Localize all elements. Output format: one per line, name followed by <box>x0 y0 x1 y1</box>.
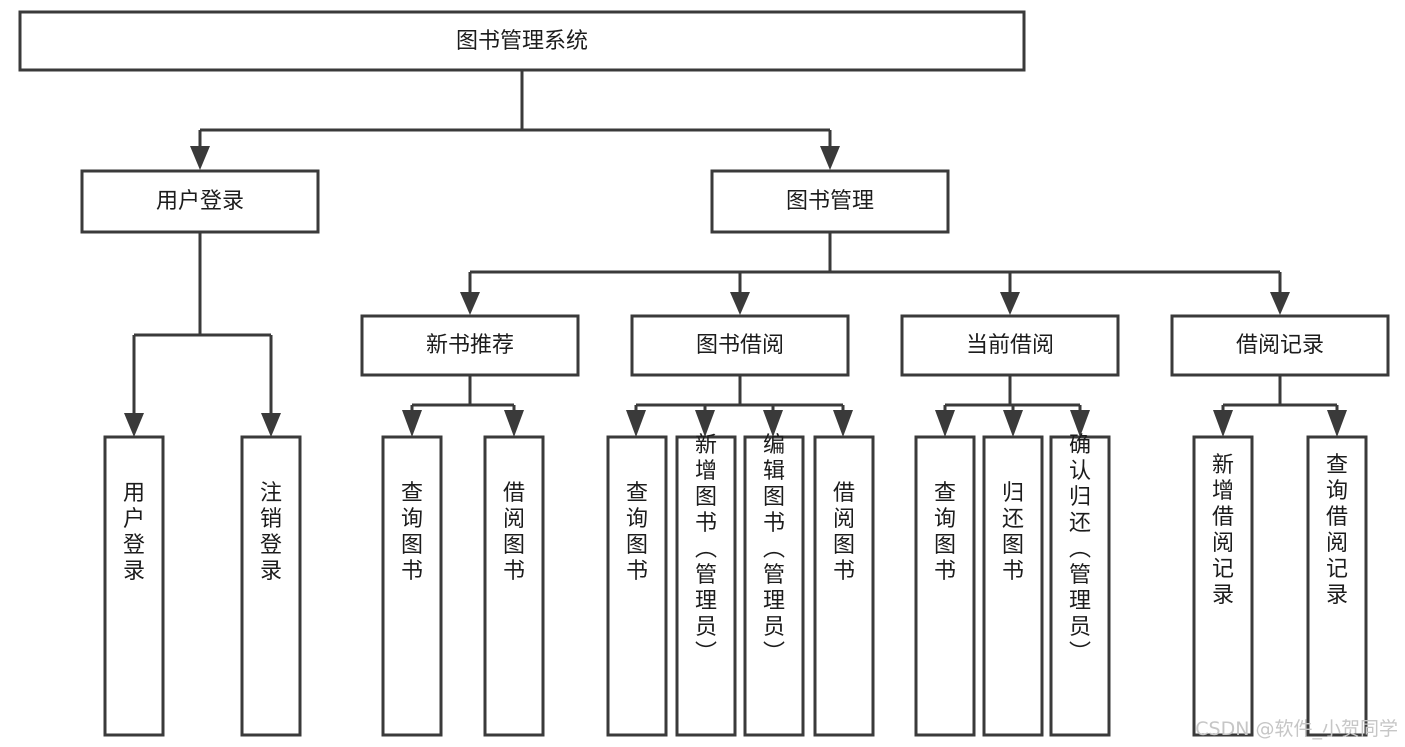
node-current-borrow-label: 当前借阅 <box>966 333 1054 358</box>
leaf-user-logout[interactable]: 注销登录 <box>240 435 302 737</box>
connector-bookborrow-to-leaves <box>626 375 853 437</box>
leaf-borrow-query-book-label: 查询图书 <box>626 481 648 584</box>
arrow-head-icon <box>763 410 783 437</box>
leaf-current-query-book[interactable]: 查询图书 <box>914 435 976 737</box>
leaf-borrow-edit-book-label: 编辑图书︵管理员︶ <box>763 433 785 666</box>
arrow-head-icon <box>190 146 210 170</box>
connector-userlogin-to-leaves <box>124 232 281 437</box>
leaf-recommend-query-book[interactable]: 查询图书 <box>381 435 443 737</box>
csdn-watermark: CSDN @软件_小贺同学 <box>1195 718 1398 740</box>
arrow-head-icon <box>124 413 144 437</box>
leaf-recommend-borrow-book-label: 借阅图书 <box>503 481 525 584</box>
leaf-borrow-add-book-label: 新增图书︵管理员︶ <box>695 433 717 666</box>
node-new-book-recommend-box[interactable] <box>360 314 580 377</box>
node-book-management-label: 图书管理 <box>786 189 874 214</box>
arrow-head-icon <box>730 292 750 315</box>
leaf-current-confirm-return-box[interactable] <box>1049 435 1111 737</box>
node-new-book-recommend[interactable]: 新书推荐 <box>360 314 580 377</box>
arrow-head-icon <box>695 410 715 437</box>
node-book-management[interactable]: 图书管理 <box>710 169 950 234</box>
arrow-head-icon <box>460 292 480 315</box>
leaf-recommend-query-book-box[interactable] <box>381 435 443 737</box>
node-book-borrow[interactable]: 图书借阅 <box>630 314 850 377</box>
leaf-current-query-book-box[interactable] <box>914 435 976 737</box>
node-borrow-record[interactable]: 借阅记录 <box>1170 314 1390 377</box>
arrow-head-icon <box>261 413 281 437</box>
leaf-user-logout-label: 注销登录 <box>260 481 282 584</box>
node-book-borrow-label: 图书借阅 <box>696 333 784 358</box>
leaf-borrow-borrow-book-label: 借阅图书 <box>833 481 855 584</box>
leaf-recommend-query-book-label: 查询图书 <box>401 481 423 584</box>
arrow-head-icon <box>1213 410 1233 437</box>
node-borrow-record-box[interactable] <box>1170 314 1390 377</box>
leaf-current-confirm-return-label: 确认归还︵管理员︶ <box>1069 433 1091 666</box>
node-new-book-recommend-label: 新书推荐 <box>426 333 514 358</box>
arrow-head-icon <box>1270 292 1290 315</box>
arrow-head-icon <box>820 146 840 170</box>
node-user-login[interactable]: 用户登录 <box>80 169 320 234</box>
leaf-borrow-edit-book-box[interactable] <box>743 435 805 737</box>
connector-currentborrow-to-leaves <box>935 375 1090 437</box>
arrow-head-icon <box>1000 292 1020 315</box>
leaf-record-add-box[interactable] <box>1192 435 1254 737</box>
leaf-borrow-query-book[interactable]: 查询图书 <box>606 435 668 737</box>
arrow-head-icon <box>626 410 646 437</box>
leaf-current-return-book-box[interactable] <box>982 435 1044 737</box>
leaf-user-logout-box[interactable] <box>240 435 302 737</box>
connector-root-to-level2 <box>190 70 840 170</box>
arrow-head-icon <box>833 410 853 437</box>
leaf-user-login[interactable]: 用户登录 <box>103 435 165 737</box>
leaf-borrow-borrow-book[interactable]: 借阅图书 <box>813 435 875 737</box>
arrow-head-icon <box>1070 410 1090 437</box>
node-borrow-record-label: 借阅记录 <box>1236 333 1324 358</box>
leaf-borrow-query-book-box[interactable] <box>606 435 668 737</box>
leaf-current-confirm-return[interactable]: 确认归还︵管理员︶ <box>1049 433 1111 737</box>
node-current-borrow[interactable]: 当前借阅 <box>900 314 1120 377</box>
connector-borrowrecord-to-leaves <box>1213 375 1347 437</box>
node-book-borrow-box[interactable] <box>630 314 850 377</box>
node-root-label: 图书管理系统 <box>456 29 588 54</box>
node-current-borrow-box[interactable] <box>900 314 1120 377</box>
arrow-head-icon <box>935 410 955 437</box>
arrow-head-icon <box>1003 410 1023 437</box>
leaf-borrow-borrow-book-box[interactable] <box>813 435 875 737</box>
leaf-record-query-label: 查询借阅记录 <box>1326 453 1348 608</box>
leaf-borrow-add-book-box[interactable] <box>675 435 737 737</box>
leaf-current-query-book-label: 查询图书 <box>934 481 956 584</box>
leaf-user-login-label: 用户登录 <box>123 481 145 584</box>
leaf-record-query-box[interactable] <box>1306 435 1368 737</box>
leaf-record-query[interactable]: 查询借阅记录 <box>1306 435 1368 737</box>
connector-newbook-to-leaves <box>402 375 524 437</box>
node-user-login-box[interactable] <box>80 169 320 234</box>
leaf-user-login-box[interactable] <box>103 435 165 737</box>
leaf-current-return-book[interactable]: 归还图书 <box>982 435 1044 737</box>
arrow-head-icon <box>1327 410 1347 437</box>
leaf-recommend-borrow-book-box[interactable] <box>483 435 545 737</box>
arrow-head-icon <box>504 410 524 437</box>
node-root-system[interactable]: 图书管理系统 <box>18 10 1026 72</box>
leaf-borrow-add-book[interactable]: 新增图书︵管理员︶ <box>675 433 737 737</box>
leaf-borrow-edit-book[interactable]: 编辑图书︵管理员︶ <box>743 433 805 737</box>
leaf-record-add[interactable]: 新增借阅记录 <box>1192 435 1254 737</box>
node-user-login-label: 用户登录 <box>156 189 244 214</box>
leaf-record-add-label: 新增借阅记录 <box>1212 453 1234 608</box>
leaf-current-return-book-label: 归还图书 <box>1002 481 1024 584</box>
connector-bookmgmt-to-level3 <box>460 232 1290 315</box>
node-book-management-box[interactable] <box>710 169 950 234</box>
node-root-box[interactable] <box>18 10 1026 72</box>
arrow-head-icon <box>402 410 422 437</box>
leaf-recommend-borrow-book[interactable]: 借阅图书 <box>483 435 545 737</box>
